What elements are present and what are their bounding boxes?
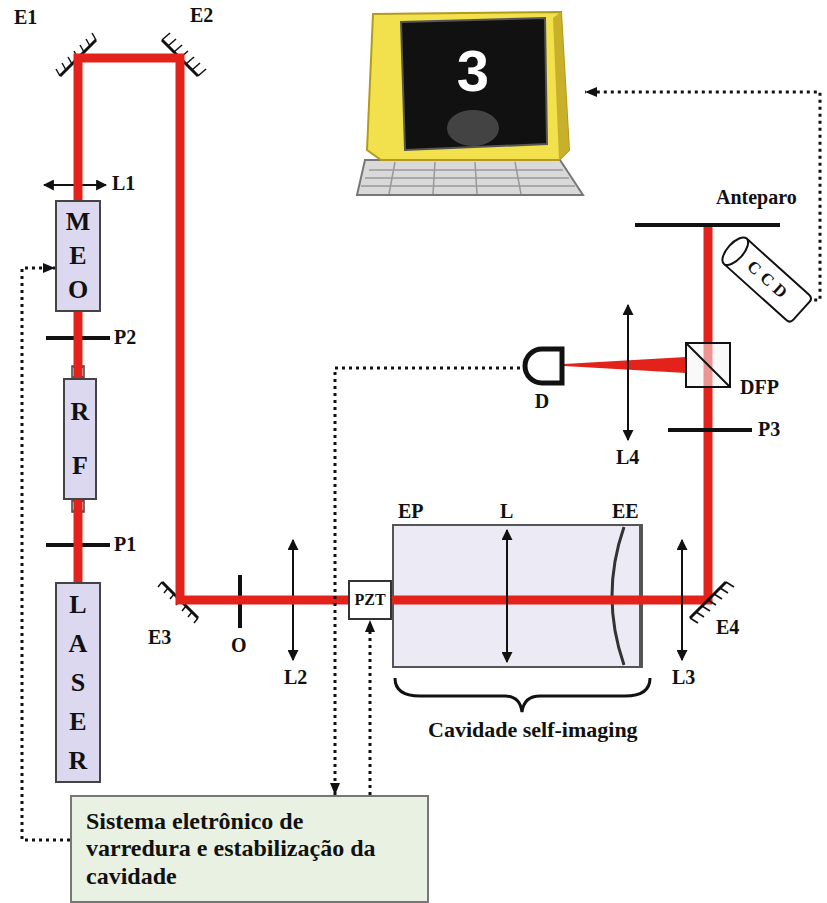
hatch-stroke xyxy=(726,582,734,587)
part-label: P2 xyxy=(114,326,136,348)
part-label: DFP xyxy=(740,376,779,398)
part-label: L1 xyxy=(112,172,135,194)
hatch-stroke xyxy=(164,588,168,593)
signal-line xyxy=(369,620,372,795)
part-label: E4 xyxy=(716,616,739,638)
modulator-box: MEO xyxy=(55,200,101,312)
hatch-stroke xyxy=(158,582,162,587)
hatch-stroke xyxy=(186,57,194,64)
hatch-stroke xyxy=(188,612,192,617)
part-label: EE xyxy=(612,500,639,522)
laser-beam xyxy=(78,58,348,600)
part-label: Cavidade self-imaging xyxy=(428,718,638,742)
ccd-camera: CCD xyxy=(716,231,814,325)
beam-splitter xyxy=(686,343,730,387)
node-label: 3 xyxy=(355,42,591,100)
hatch-stroke xyxy=(696,612,704,617)
mirror xyxy=(690,582,726,618)
hatch-stroke xyxy=(56,69,60,76)
hatch-stroke xyxy=(170,594,174,599)
hatch-stroke xyxy=(182,606,186,611)
polarizer xyxy=(668,428,752,432)
part-label: O xyxy=(231,634,247,656)
part-label: L3 xyxy=(672,666,695,688)
hatch-stroke xyxy=(162,33,170,40)
hatch-stroke xyxy=(168,39,176,46)
hatch-stroke xyxy=(198,69,206,76)
part-label: E2 xyxy=(190,4,213,26)
rotator-box: RF xyxy=(63,378,97,500)
detector: D xyxy=(520,346,564,416)
hatch-stroke xyxy=(86,39,90,46)
node-label: PZT xyxy=(354,592,385,608)
lens xyxy=(681,540,683,660)
hatch-stroke xyxy=(92,33,96,40)
hatch-stroke xyxy=(194,618,198,623)
part-label: Anteparo xyxy=(716,186,797,208)
part-label: L xyxy=(500,500,513,522)
hatch-stroke xyxy=(690,618,698,623)
laser-beam xyxy=(704,225,713,604)
brace xyxy=(395,678,650,712)
signal-line xyxy=(585,92,820,300)
lens xyxy=(627,305,629,440)
control-box: Sistema eletrônico de varredura e estabi… xyxy=(70,795,429,903)
hatch-stroke xyxy=(192,63,200,70)
screen xyxy=(635,223,780,227)
hatch-stroke xyxy=(174,45,182,52)
hatch-stroke xyxy=(62,63,66,70)
part-label: P3 xyxy=(758,418,780,440)
laser-beam xyxy=(74,312,83,378)
part-label: P1 xyxy=(114,533,136,555)
hatch-stroke xyxy=(720,588,728,593)
computer-drawing xyxy=(355,10,585,198)
hatch-stroke xyxy=(714,594,722,599)
lens xyxy=(506,530,508,662)
part-label: E1 xyxy=(14,6,37,28)
node-label: MEO xyxy=(65,205,91,307)
piezo-box: PZT xyxy=(348,580,392,620)
computer: 3 xyxy=(355,10,585,198)
hatch-stroke xyxy=(68,57,72,64)
hatch-stroke xyxy=(708,600,716,605)
part-label: L2 xyxy=(284,666,307,688)
part-label: EP xyxy=(398,500,424,522)
hatch-stroke xyxy=(702,606,710,611)
laser-beam-focused xyxy=(564,357,686,373)
laser-box: LASER xyxy=(55,582,101,783)
node-label: LASER xyxy=(65,585,91,780)
node-label: D xyxy=(520,390,564,412)
hatch-stroke xyxy=(80,45,84,52)
part-label: E3 xyxy=(148,626,171,648)
node-label: Sistema eletrônico de varredura e estabi… xyxy=(86,808,397,891)
beam-splitter-diagonal xyxy=(686,343,730,387)
laser-beam xyxy=(392,596,712,605)
node-label: RF xyxy=(67,385,93,493)
part-label: L4 xyxy=(616,446,639,468)
laser-beam xyxy=(74,500,83,582)
